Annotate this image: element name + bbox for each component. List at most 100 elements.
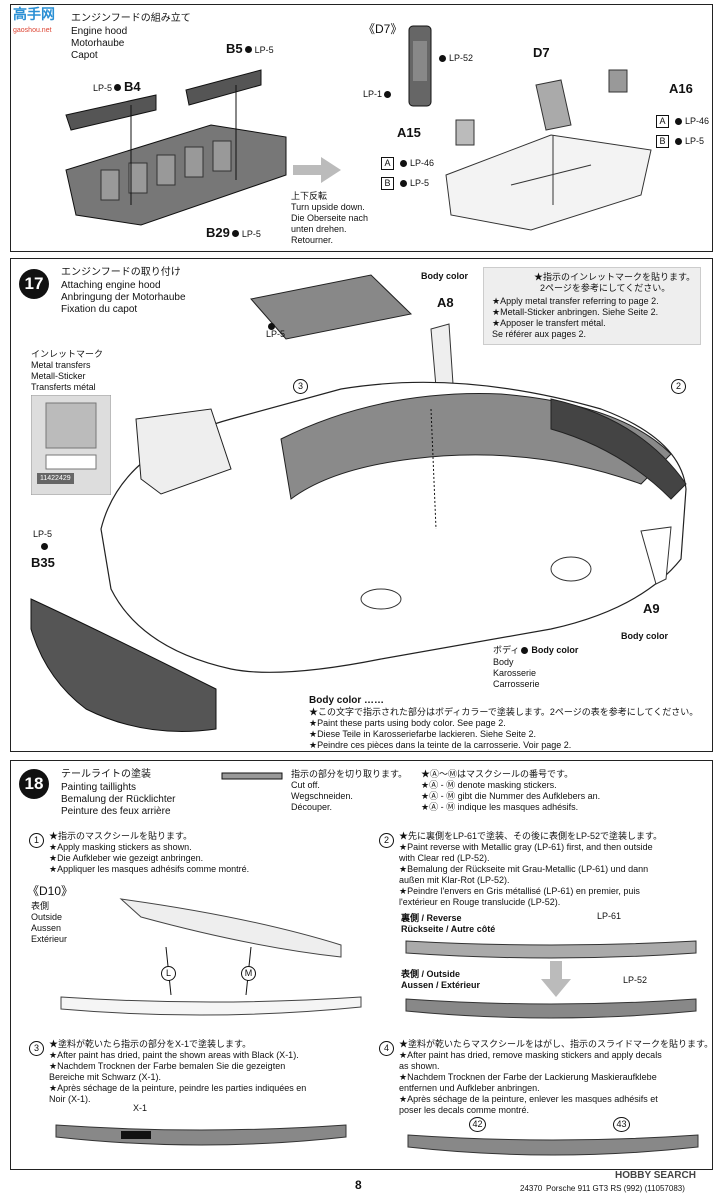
body-color-title: Body color ……: [309, 695, 385, 706]
footer-code: 24370: [520, 1184, 543, 1193]
sub1-fr: ★Appliquer les masques adhésifs comme mo…: [49, 864, 250, 874]
sub2-l4: ★Bemalung der Rückseite mit Grau-Metalli…: [399, 864, 649, 874]
d7-group-label: 《D7》: [363, 22, 403, 36]
part-a8: A8: [437, 295, 454, 310]
transfer-note-6: Se référer aux pages 2.: [492, 329, 587, 339]
watermark-sub: gaoshou.net: [13, 27, 52, 34]
mask-note-4: ★Ⓐ - Ⓜ indique les masques adhésifs.: [421, 802, 579, 812]
outside-de: Aussen: [31, 923, 62, 933]
cut-icon: [221, 772, 283, 780]
callout-3: 3: [293, 379, 308, 394]
taillight-x1-drawing: [55, 1124, 347, 1146]
turn-fr: Retourner.: [291, 235, 334, 245]
d7-lp52: LP-52: [437, 53, 473, 64]
d7-lp1: LP-1: [363, 89, 394, 100]
sub4-l3: as shown.: [399, 1061, 440, 1071]
mask-l: L: [161, 966, 176, 981]
hood-frame-drawing: [65, 69, 287, 226]
body-color-note-4: ★Peindre ces pièces dans la teinte de la…: [309, 740, 572, 750]
outside-fr: Extérieur: [31, 934, 68, 944]
b35-lp5: LP-5: [33, 529, 53, 539]
a9-body-color: Body color: [621, 631, 669, 641]
d10-label: 《D10》: [27, 884, 74, 898]
outside2-de: Aussen / Extérieur: [401, 980, 481, 990]
watermark: 高手网: [13, 6, 55, 22]
a8-body-color: Body color: [421, 271, 469, 281]
transfer-note-5: ★Apposer le transfert métal.: [492, 318, 606, 328]
transfer-note-4: ★Metall-Sticker anbringen. Siehe Seite 2…: [492, 307, 659, 317]
taillight-decal-drawing: [407, 1134, 699, 1156]
outside-en: Outside: [31, 912, 63, 922]
turn-jp: 上下反転: [291, 191, 328, 201]
lp61-label: LP-61: [597, 911, 622, 921]
transfer-note-1: ★指示のインレットマークを貼ります。: [534, 272, 696, 282]
sub2-l1: ★先に裏側をLP-61で塗装、その後に表側をLP-52で塗装します。: [399, 831, 663, 841]
step18-title-fr: Peinture des feux arrière: [61, 806, 171, 817]
step18-title-jp: テールライトの塗装: [61, 769, 151, 780]
step16-title-en: Engine hood: [71, 26, 128, 37]
turn-arrow: [293, 157, 341, 183]
reverse-de: Rückseite / Autre côté: [401, 924, 496, 934]
sub3-num: 3: [29, 1041, 44, 1056]
taillight-d10-drawing: [60, 898, 362, 1016]
body-fr: Carrosserie: [493, 679, 540, 689]
sub4-l2: ★After paint has dried, remove masking s…: [399, 1050, 662, 1060]
inlet-de: Metall-Sticker: [31, 371, 86, 381]
sub1-en: ★Apply masking stickers as shown.: [49, 842, 192, 852]
taillight-reverse-drawing: [405, 940, 697, 959]
step16-title-fr: Capot: [71, 50, 98, 61]
step17-title-jp: エンジンフードの取り付け: [61, 267, 181, 278]
down-arrow: [541, 961, 571, 997]
sub4-l5: entfernen und Aufkleber anbringen.: [399, 1083, 540, 1093]
step18-number: 18: [19, 769, 49, 799]
sub4-l1: ★塗料が乾いたらマスクシールをはがし、指示のスライドマークを貼ります。: [399, 1039, 713, 1049]
cut-en: Cut off.: [291, 780, 320, 790]
step17-title-en: Attaching engine hood: [61, 280, 161, 291]
reverse-jp: 裏側 / Reverse: [401, 913, 462, 923]
sub3-l6: Noir (X-1).: [49, 1094, 91, 1104]
step16-title-jp: エンジンフードの組み立て: [71, 13, 191, 24]
part-a9: A9: [643, 601, 660, 616]
body-de: Karosserie: [493, 668, 537, 678]
step17-title-fr: Fixation du capot: [61, 304, 138, 315]
sub3-l5: ★Après séchage de la peinture, peindre l…: [49, 1083, 307, 1093]
b35-dot: [39, 541, 51, 552]
sub2-l2: ★Paint reverse with Metallic gray (LP-61…: [399, 842, 653, 852]
transfer-note-3: ★Apply metal transfer referring to page …: [492, 296, 659, 306]
mask-note-1: ★Ⓐ〜Ⓜはマスクシールの番号です。: [421, 769, 574, 779]
sub1-num: 1: [29, 833, 44, 848]
x1-label: X-1: [133, 1103, 148, 1113]
sub4-l7: poser les decals comme montré.: [399, 1105, 530, 1115]
sub3-l2: ★After paint has dried, paint the shown …: [49, 1050, 299, 1060]
transfer-note-2: 2ページを参考にしてください。: [540, 283, 671, 293]
step17-number: 17: [19, 269, 49, 299]
rear-hood-drawing: [445, 69, 652, 231]
decal-43: 43: [613, 1117, 630, 1132]
transfer-note: ★指示のインレットマークを貼ります。 2ページを参考にしてください。 ★Appl…: [483, 267, 701, 345]
cut-jp: 指示の部分を切り取ります。: [291, 769, 408, 779]
body-color-note-2: ★Paint these parts using body color. See…: [309, 718, 506, 728]
sub1-jp: ★指示のマスクシールを貼ります。: [49, 831, 193, 841]
part-b35: B35: [31, 555, 55, 570]
turn-de2: unten drehen.: [291, 224, 347, 234]
part-a16: A16: [669, 81, 693, 96]
footer-model: Porsche 911 GT3 RS (992) (11057083): [546, 1184, 685, 1193]
page-number: 8: [355, 1178, 362, 1192]
sub4-l4: ★Nachdem Trocknen der Farbe der Lackieru…: [399, 1072, 657, 1082]
sub2-num: 2: [379, 833, 394, 848]
d7-part-drawing: [408, 25, 432, 107]
hood-lp5-label: LP-5: [266, 329, 286, 339]
step16-panel: 高手网 gaoshou.net エンジンフードの組み立て Engine hood…: [10, 4, 713, 252]
car-body-drawing: [100, 274, 687, 673]
inlet-jp: インレットマーク: [31, 349, 104, 359]
body-color-note-3: ★Diese Teile in Karosseriefarbe lackiere…: [309, 729, 537, 739]
cut-fr: Découper.: [291, 802, 333, 812]
part-a15: A15: [397, 125, 421, 140]
footer-source: HOBBY SEARCH: [615, 1170, 696, 1181]
sub3-l4: Bereiche mit Schwarz (X-1).: [49, 1072, 162, 1082]
